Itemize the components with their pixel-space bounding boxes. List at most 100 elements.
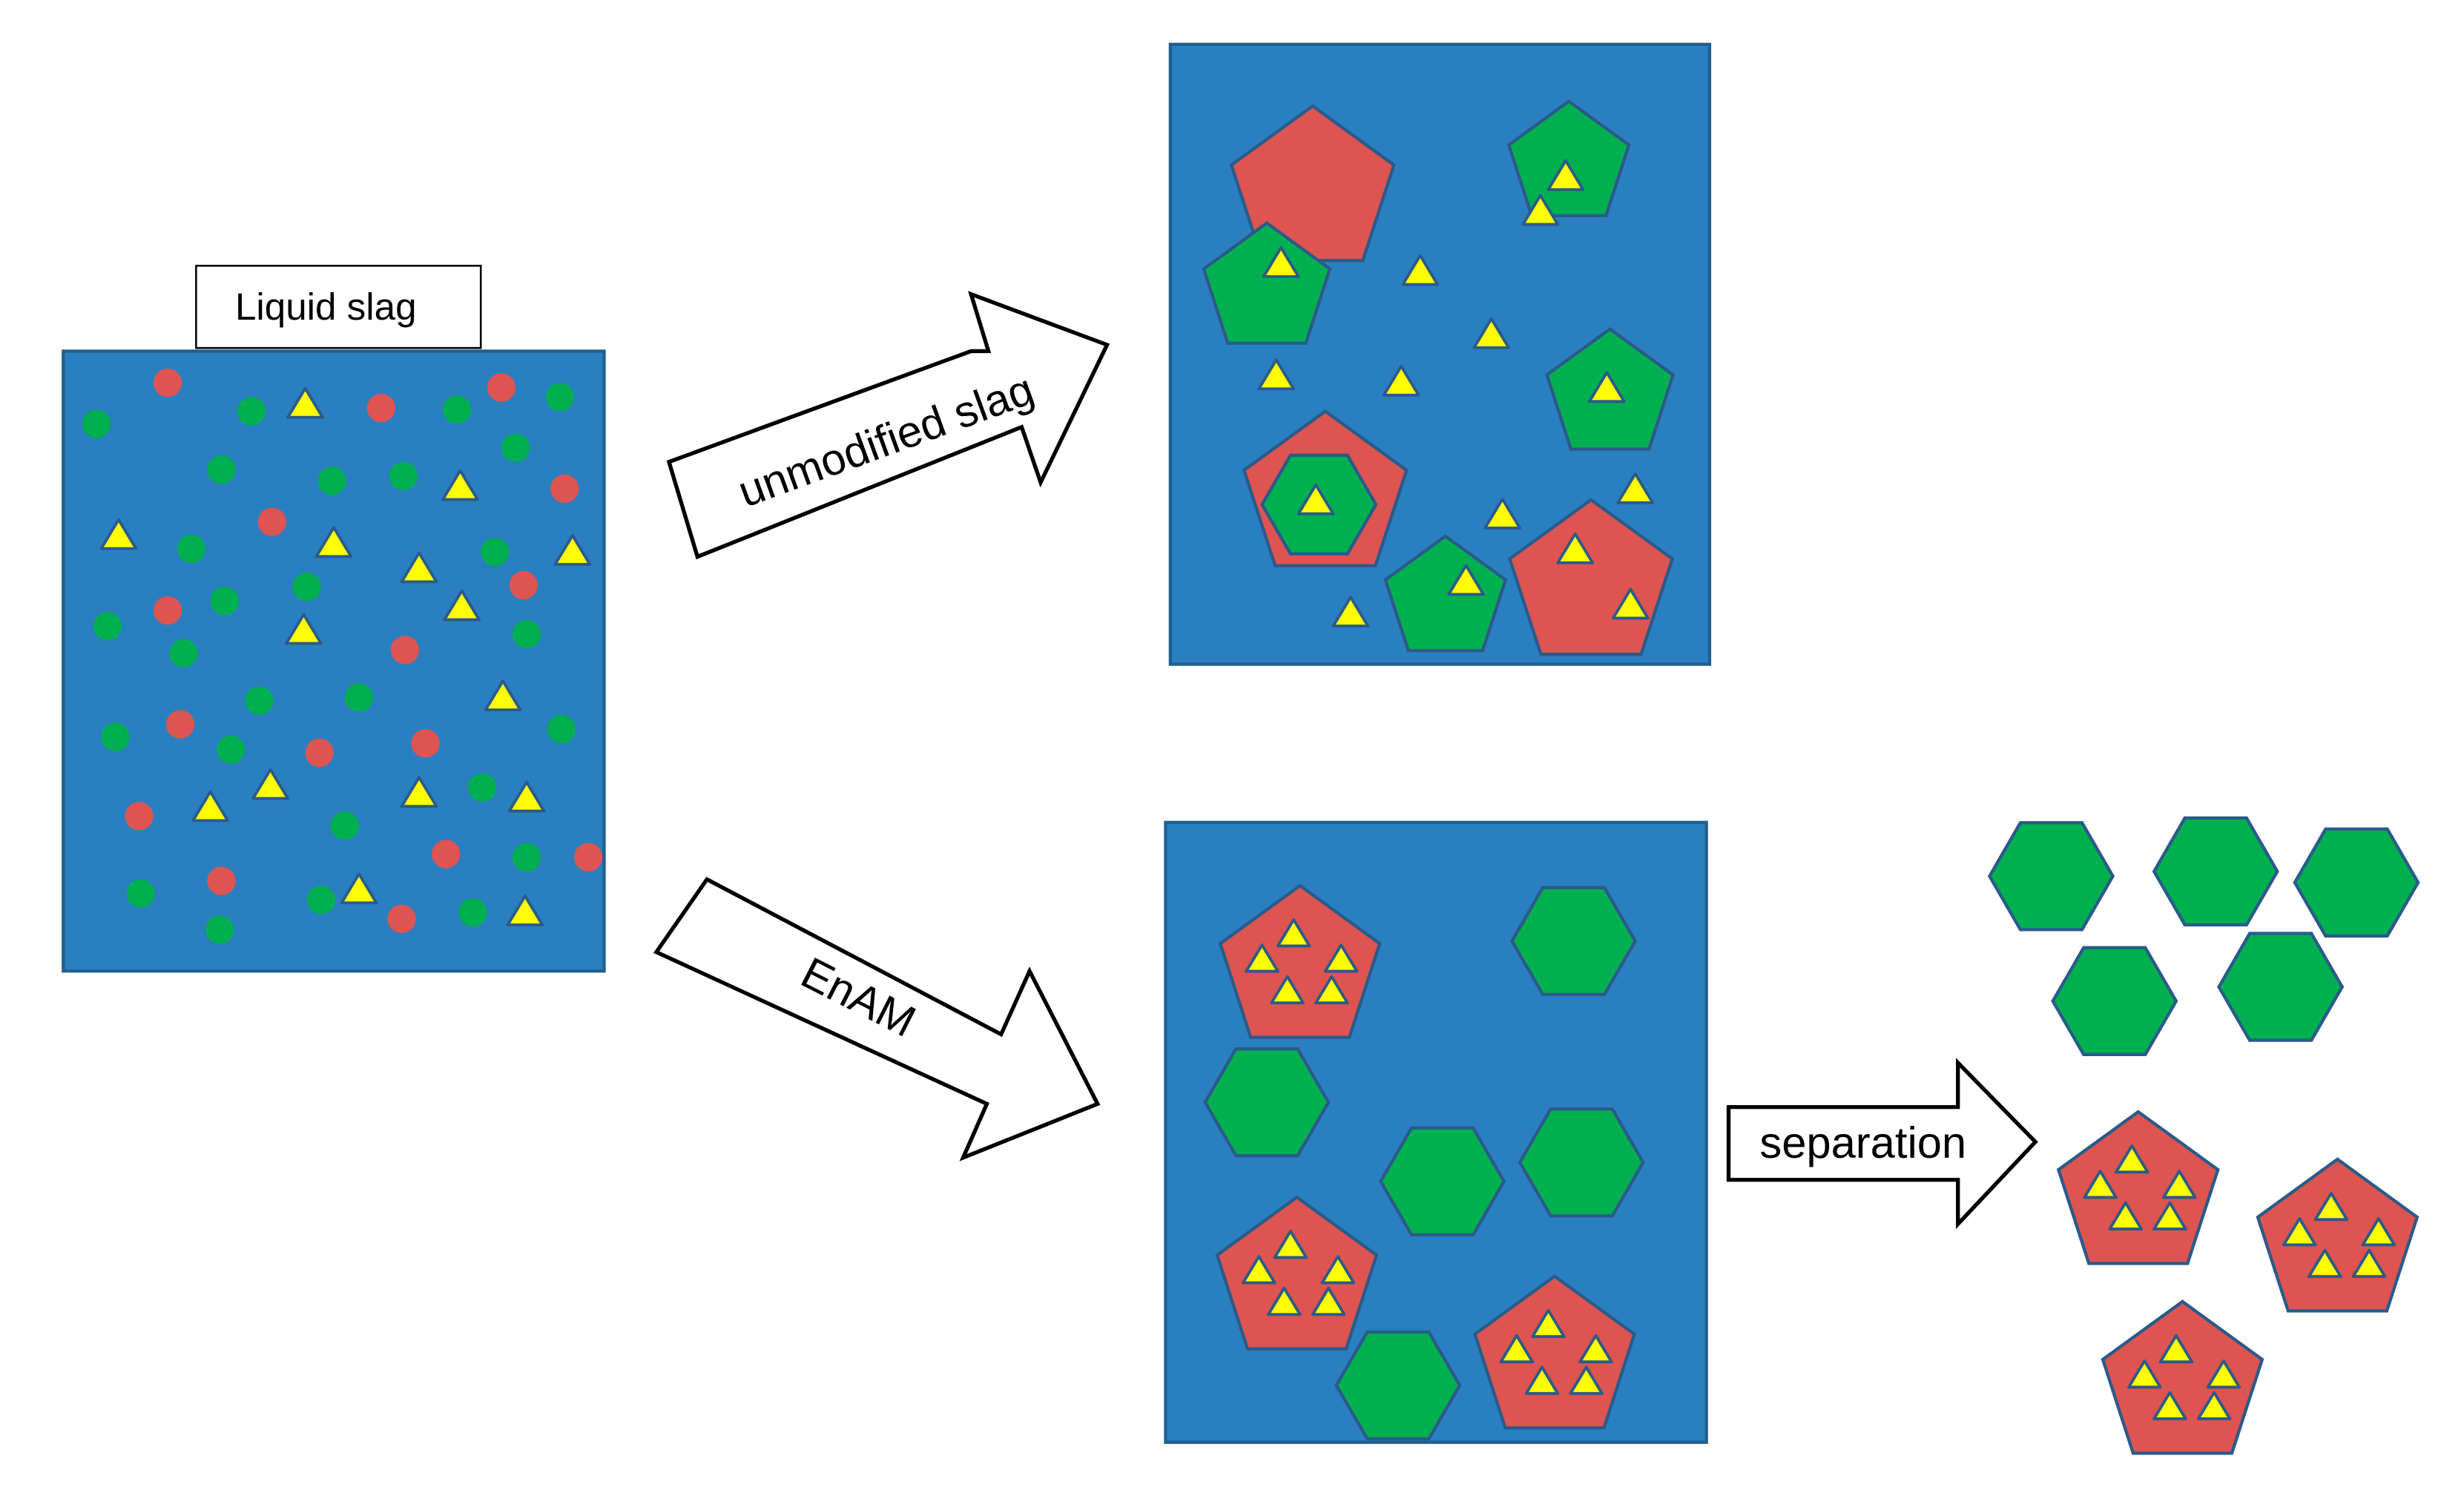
yellow-particle bbox=[2152, 1201, 2187, 1231]
green-droplet bbox=[217, 735, 246, 764]
yellow-particle bbox=[2206, 1359, 2241, 1389]
enriched-red-phase-crystal bbox=[2056, 1110, 2220, 1265]
green-droplet bbox=[245, 686, 274, 715]
separation-text: separation bbox=[1759, 1118, 1966, 1167]
separated-phases bbox=[1987, 816, 2420, 1455]
yellow-particle bbox=[191, 790, 229, 823]
green-droplet bbox=[169, 639, 198, 668]
unmodified-result-particles bbox=[1202, 99, 1676, 656]
red-droplet bbox=[550, 474, 579, 504]
green-droplet bbox=[82, 409, 111, 438]
green-droplet bbox=[306, 886, 336, 914]
red-droplet bbox=[411, 729, 440, 758]
yellow-particle bbox=[2361, 1217, 2397, 1247]
yellow-particle bbox=[2108, 1201, 2143, 1231]
yellow-particle bbox=[1499, 1334, 1535, 1364]
yellow-particle bbox=[340, 872, 378, 905]
red-droplet bbox=[207, 866, 236, 895]
green-phase-crystal bbox=[1378, 1126, 1506, 1237]
red-droplet bbox=[432, 840, 461, 869]
yellow-particle bbox=[443, 589, 481, 622]
slag-particles bbox=[82, 368, 603, 945]
yellow-particle bbox=[1616, 472, 1655, 504]
green-droplet bbox=[443, 395, 472, 424]
red-droplet bbox=[153, 596, 182, 625]
yellow-particle bbox=[2313, 1191, 2349, 1222]
green-phase-crystal bbox=[1203, 1047, 1331, 1158]
green-droplet bbox=[317, 467, 346, 495]
yellow-particle bbox=[484, 679, 522, 712]
yellow-particle bbox=[1314, 975, 1349, 1005]
red-droplet bbox=[387, 904, 416, 934]
yellow-particle bbox=[1524, 1365, 1560, 1395]
yellow-particle bbox=[1245, 943, 1279, 973]
yellow-particle bbox=[1320, 1255, 1356, 1285]
green-droplet bbox=[93, 612, 122, 641]
yellow-particle bbox=[1331, 596, 1370, 628]
yellow-particle bbox=[1546, 159, 1585, 191]
yellow-particle bbox=[1270, 975, 1305, 1005]
red-droplet bbox=[165, 710, 195, 739]
green-droplet bbox=[545, 383, 574, 412]
yellow-particle bbox=[400, 551, 438, 584]
liquid-slag-label: Liquid slag bbox=[195, 265, 482, 349]
green-phase-crystal bbox=[1383, 534, 1508, 653]
green-droplet bbox=[481, 538, 510, 567]
yellow-particle bbox=[1382, 364, 1420, 397]
yellow-particle bbox=[1556, 532, 1595, 564]
yellow-particle bbox=[2351, 1248, 2387, 1278]
green-phase-crystal bbox=[1518, 1107, 1645, 1218]
yellow-particle bbox=[507, 780, 546, 813]
yellow-particle bbox=[1297, 483, 1335, 515]
green-droplet bbox=[210, 587, 239, 616]
red-droplet bbox=[509, 570, 538, 600]
red-droplet bbox=[390, 636, 420, 665]
yellow-particle bbox=[2158, 1334, 2194, 1364]
green-droplet bbox=[292, 572, 321, 602]
yellow-particle bbox=[441, 469, 479, 501]
unmodified-result-box bbox=[1168, 42, 1712, 666]
green-phase-crystal bbox=[1202, 221, 1332, 345]
yellow-particle bbox=[1611, 587, 1650, 620]
green-droplet bbox=[458, 898, 487, 927]
yellow-particle bbox=[2196, 1391, 2232, 1420]
yellow-particle bbox=[1242, 1255, 1277, 1285]
yellow-particle bbox=[400, 776, 438, 808]
green-droplet bbox=[512, 843, 541, 871]
green-droplet bbox=[101, 722, 130, 751]
yellow-particle bbox=[1531, 1308, 1566, 1339]
liquid-slag-box bbox=[62, 349, 606, 973]
yellow-particle bbox=[506, 894, 544, 927]
green-droplet bbox=[468, 773, 497, 802]
yellow-particle bbox=[1273, 1230, 1308, 1259]
red-droplet bbox=[305, 738, 334, 768]
separated-green-crystal bbox=[2152, 816, 2279, 927]
enriched-red-phase-crystal bbox=[2101, 1299, 2264, 1455]
red-droplet bbox=[573, 843, 603, 871]
yellow-particle bbox=[553, 534, 592, 566]
yellow-particle bbox=[1578, 1334, 1613, 1364]
liquid-slag-text: Liquid slag bbox=[235, 286, 417, 328]
green-droplet bbox=[205, 915, 234, 945]
yellow-particle bbox=[286, 386, 324, 419]
green-droplet bbox=[501, 433, 530, 462]
yellow-particle bbox=[1483, 497, 1521, 530]
enam-result-particles bbox=[1203, 883, 1645, 1441]
red-droplet bbox=[366, 394, 396, 423]
green-droplet bbox=[207, 455, 236, 484]
yellow-particle bbox=[1311, 1286, 1346, 1316]
yellow-particle bbox=[2083, 1170, 2118, 1199]
green-droplet bbox=[237, 397, 266, 426]
yellow-particle bbox=[1521, 194, 1560, 226]
yellow-particle bbox=[1401, 254, 1440, 286]
green-droplet bbox=[344, 683, 374, 712]
separated-green-crystal bbox=[2293, 827, 2420, 938]
green-droplet bbox=[389, 461, 418, 491]
enriched-red-phase-crystal bbox=[2256, 1157, 2419, 1313]
yellow-particle bbox=[2114, 1144, 2150, 1174]
unmodified-slag-arrow: unmodified slag bbox=[666, 291, 1110, 560]
green-phase-crystal bbox=[1509, 886, 1638, 996]
yellow-particle bbox=[2282, 1217, 2317, 1247]
separated-green-crystal bbox=[2217, 932, 2345, 1042]
